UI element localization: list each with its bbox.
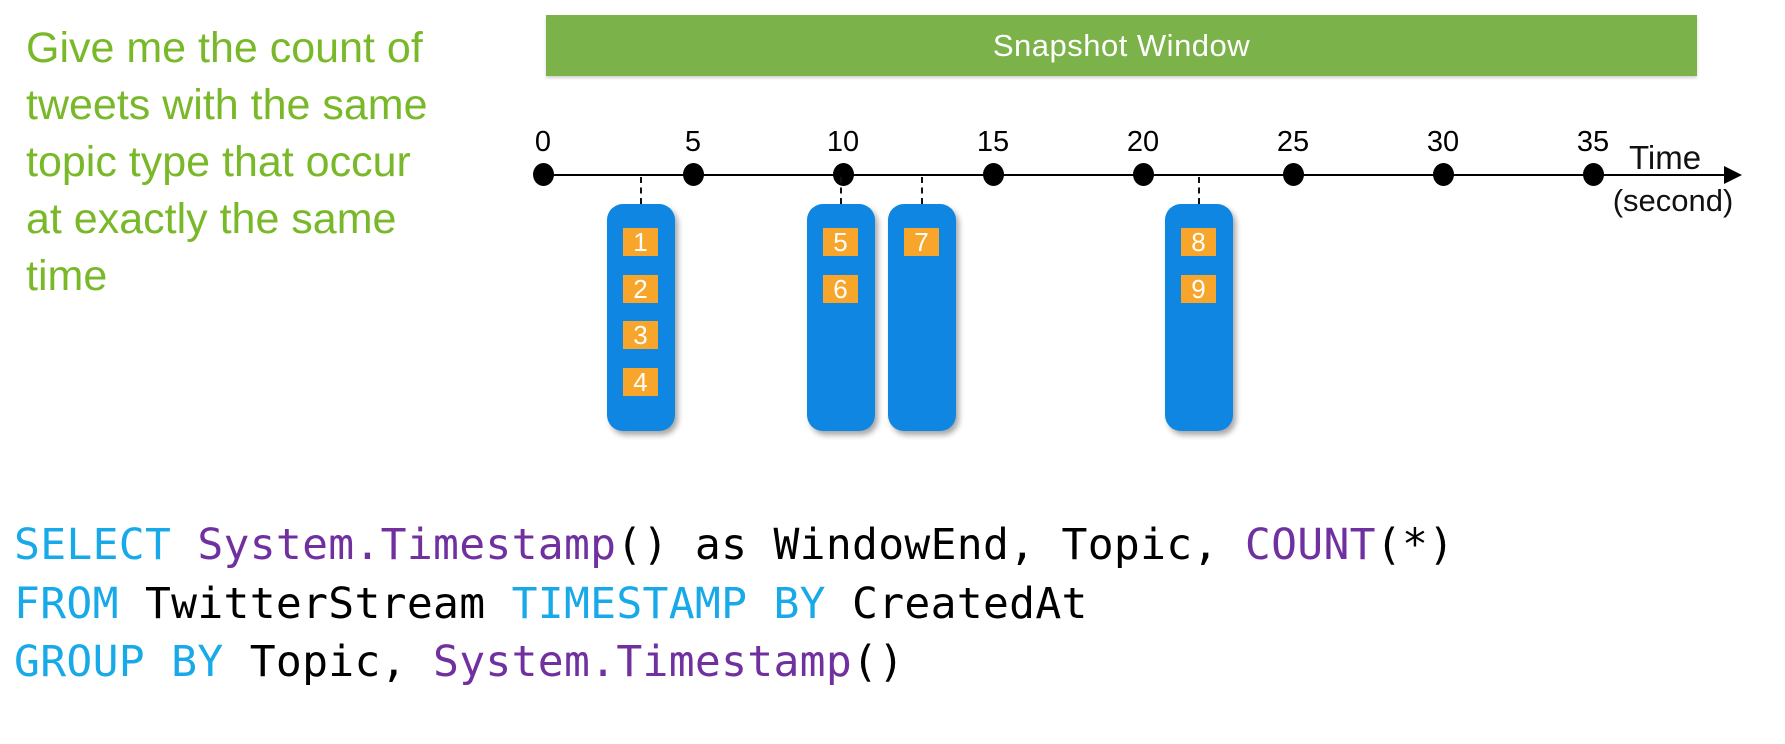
- query-description-text: Give me the count of tweets with the same…: [26, 20, 486, 305]
- snapshot-window-banner: Snapshot Window: [546, 15, 1697, 76]
- tick-label: 35: [1576, 126, 1610, 158]
- query-description-line: tweets with the same: [26, 81, 428, 129]
- tick-dot: [832, 163, 854, 186]
- sql-query-code: SELECT System.Timestamp() as WindowEnd, …: [14, 516, 1454, 692]
- query-description-line: Give me the count of: [26, 24, 423, 72]
- tick-label: 0: [534, 126, 552, 158]
- time-axis-label: Time: [1628, 139, 1702, 176]
- tick-label: 5: [684, 126, 702, 158]
- tick-dot: [1582, 163, 1604, 186]
- query-description-line: topic type that occur: [26, 138, 411, 186]
- sql-code-line: FROM TwitterStream TIMESTAMP BY CreatedA…: [14, 575, 1454, 634]
- event-connector-dash: [640, 177, 642, 204]
- tick-label: 25: [1276, 126, 1310, 158]
- tweet-event: 1: [623, 228, 658, 256]
- tweet-event: 2: [623, 275, 658, 303]
- tick-dot: [532, 163, 554, 186]
- sql-token-plain: () as WindowEnd, Topic,: [616, 520, 1245, 570]
- tweet-event: 8: [1181, 228, 1216, 256]
- query-description-line: at exactly the same: [26, 195, 397, 243]
- tick-dot: [982, 163, 1004, 186]
- sql-token-keyword: SELECT: [14, 520, 198, 570]
- tick-dot: [1282, 163, 1304, 186]
- tick-dot: [682, 163, 704, 186]
- sql-code-line: GROUP BY Topic, System.Timestamp(): [14, 633, 1454, 692]
- event-connector-dash: [840, 177, 842, 204]
- query-description-line: time: [26, 252, 108, 300]
- sql-token-function: System.Timestamp: [433, 637, 853, 687]
- sql-token-plain: (*): [1375, 520, 1455, 570]
- sql-token-plain: TwitterStream: [144, 578, 512, 629]
- event-group-box: 1 2 3 4: [607, 204, 675, 431]
- sql-token-function: System.Timestamp: [197, 520, 617, 570]
- tick-label: 10: [826, 126, 860, 158]
- sql-token-plain: Topic,: [249, 637, 434, 687]
- tweet-event: 7: [904, 228, 939, 256]
- sql-token-plain: CreatedAt: [852, 578, 1088, 629]
- tweet-event: 6: [823, 275, 858, 303]
- time-axis-unit: (second): [1612, 183, 1734, 218]
- tweet-event: 3: [623, 321, 658, 349]
- tick-dot: [1132, 163, 1154, 186]
- event-connector-dash: [1198, 177, 1200, 204]
- snapshot-window-label: Snapshot Window: [992, 27, 1251, 63]
- sql-token-plain: (): [852, 637, 905, 687]
- tweet-event: 4: [623, 368, 658, 396]
- sql-token-keyword: FROM: [14, 578, 145, 629]
- tick-label: 30: [1426, 126, 1460, 158]
- sql-token-keyword: TIMESTAMP BY: [511, 578, 853, 629]
- tweet-event: 5: [823, 228, 858, 256]
- tweet-event: 9: [1181, 275, 1216, 303]
- tick-label: 15: [976, 126, 1010, 158]
- event-group-box: 7: [888, 204, 956, 431]
- arrow-right-icon: [1724, 166, 1742, 184]
- sql-token-keyword: GROUP BY: [14, 637, 250, 687]
- event-connector-dash: [921, 177, 923, 204]
- sql-code-line: SELECT System.Timestamp() as WindowEnd, …: [14, 516, 1454, 575]
- tick-label: 20: [1126, 126, 1160, 158]
- tick-dot: [1432, 163, 1454, 186]
- sql-token-function: COUNT: [1244, 520, 1376, 570]
